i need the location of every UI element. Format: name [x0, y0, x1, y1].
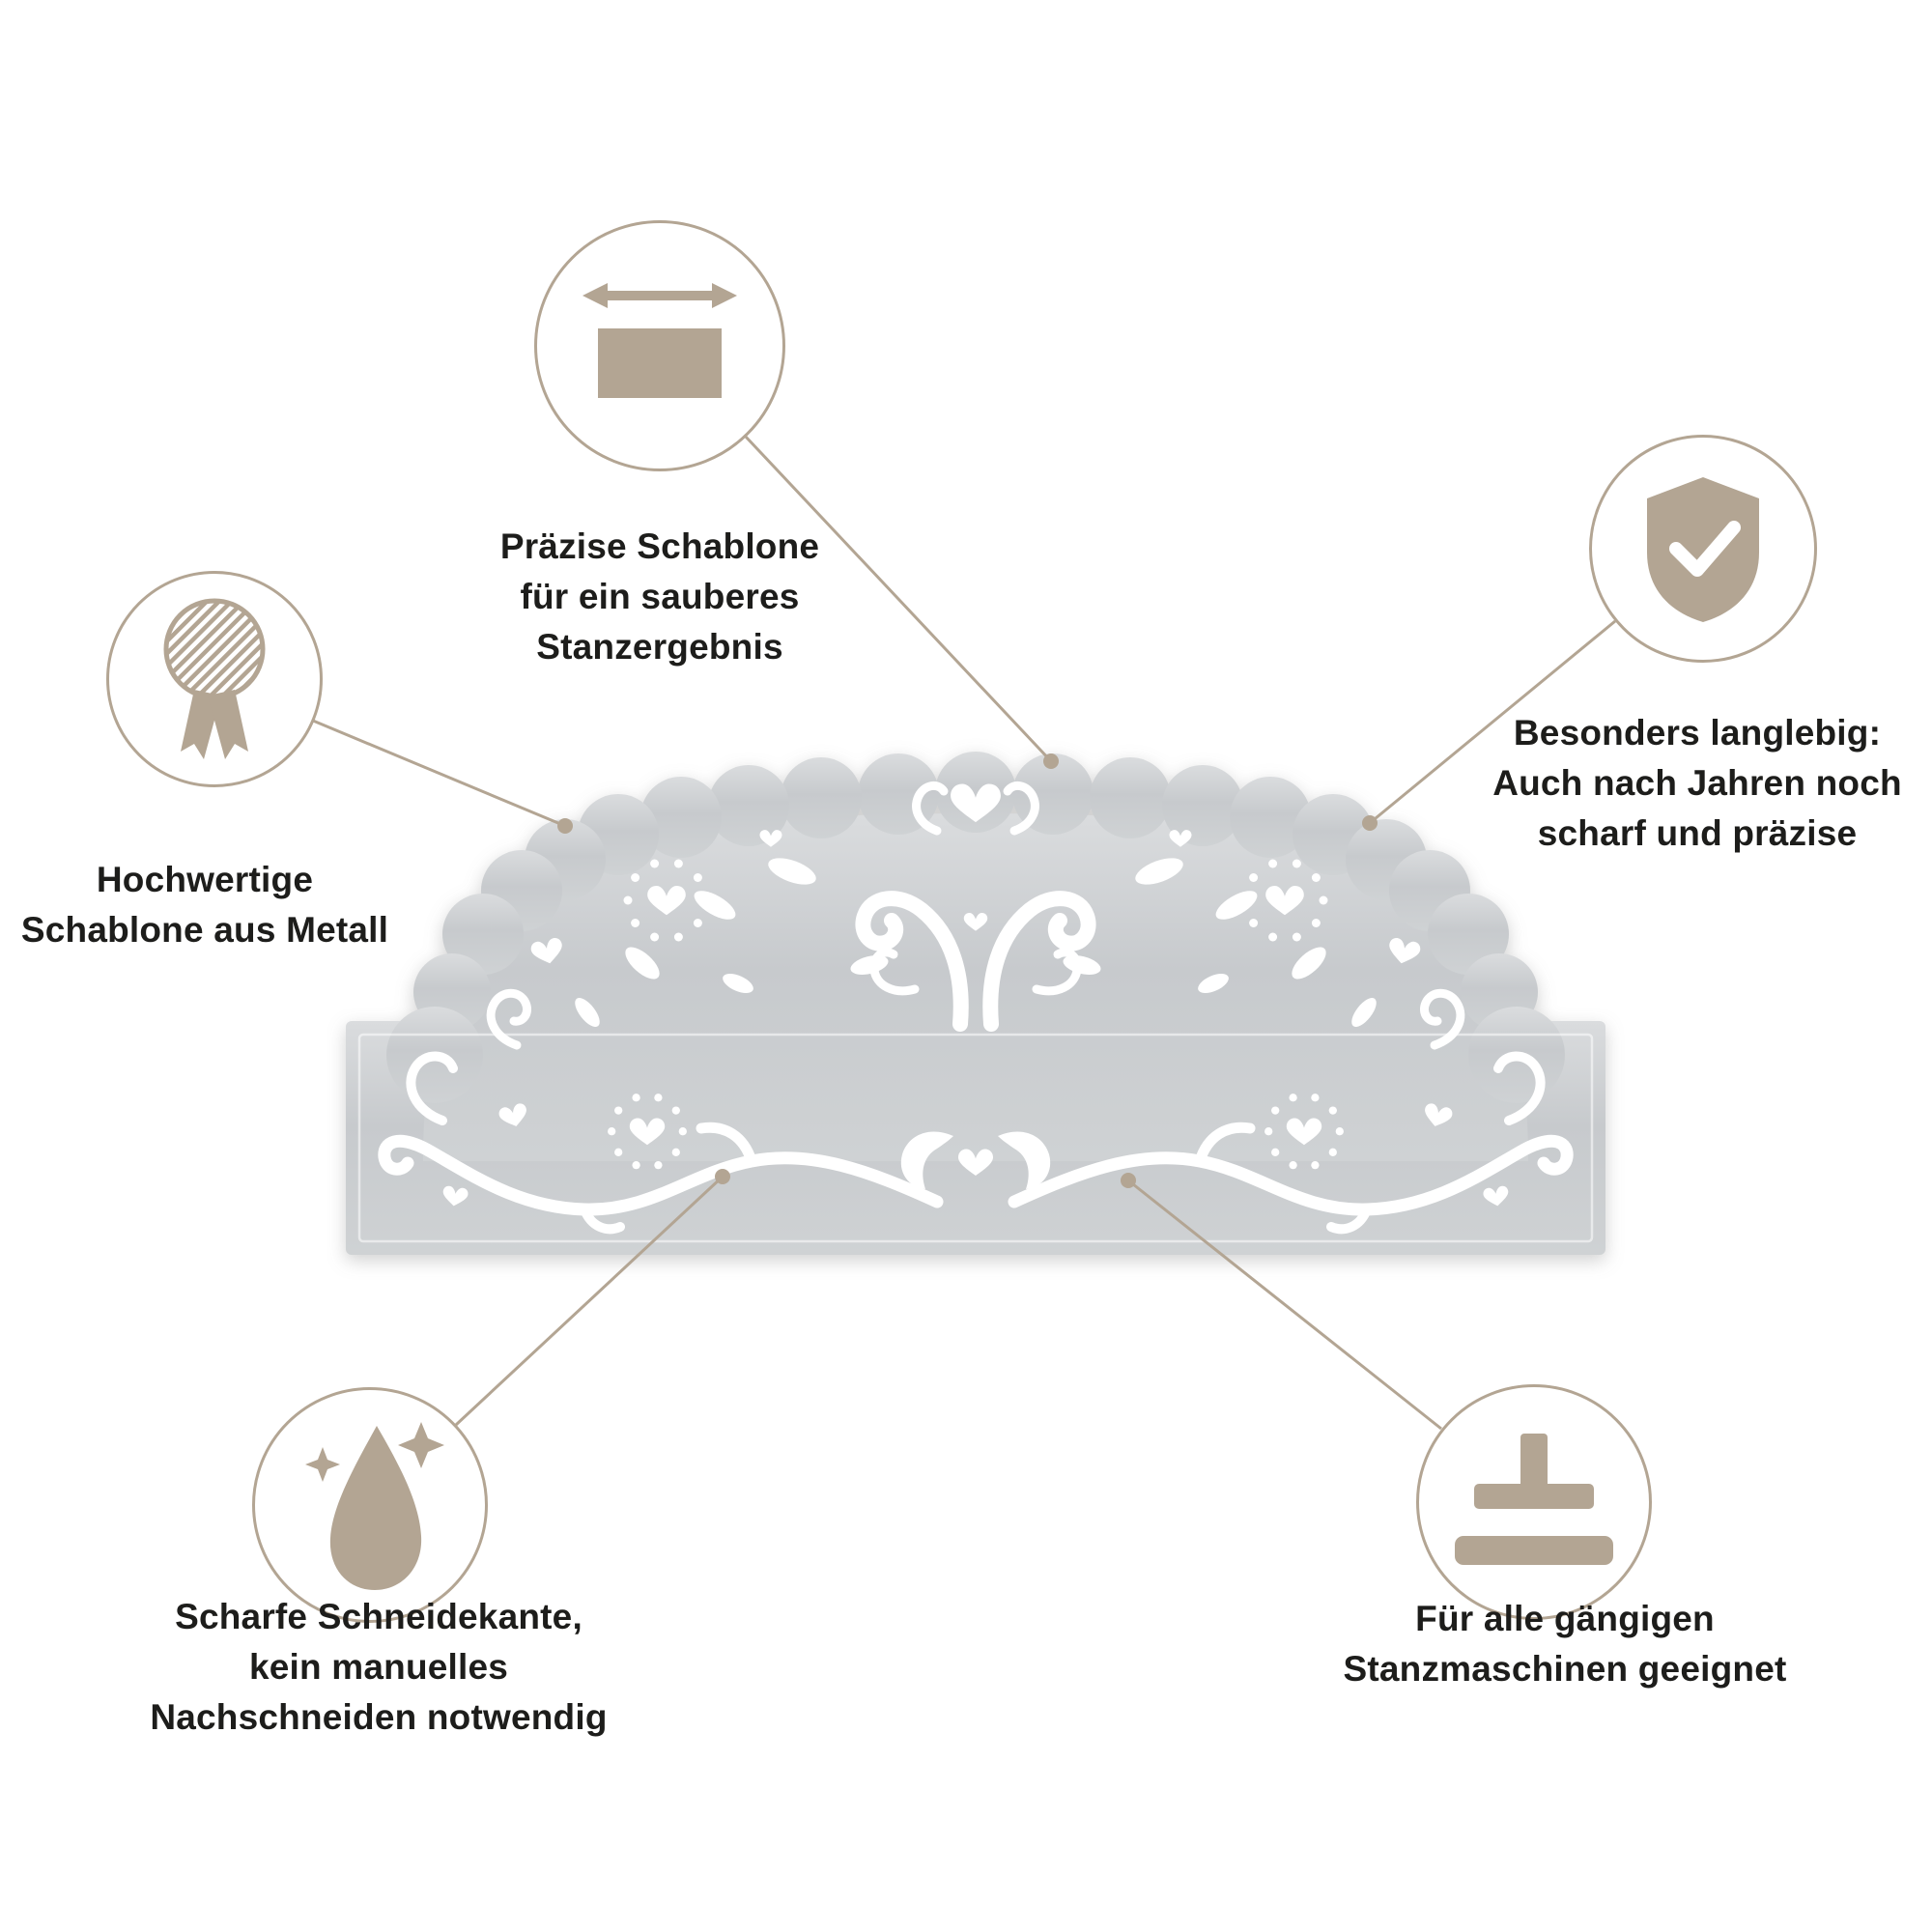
feature-circle-quality [106, 571, 323, 787]
feature-label-sharp: Scharfe Schneidekante, kein manuelles Na… [150, 1597, 608, 1737]
die-base [346, 752, 1605, 1255]
feature-label-compatible: Für alle gängigen Stanzmaschinen geeigne… [1343, 1599, 1787, 1689]
metal-die-illustration [346, 752, 1605, 1255]
shield-check-icon [1647, 477, 1759, 622]
feature-circle-sharp [252, 1387, 488, 1623]
product-die-image [338, 736, 1613, 1267]
die-engraved-outline [357, 1033, 1594, 1243]
medal-icon [163, 598, 266, 759]
feature-label-quality: Hochwertige Schablone aus Metall [20, 860, 389, 950]
feature-label-durable: Besonders langlebig: Auch nach Jahren no… [1492, 713, 1902, 853]
feature-label-precise: Präzise Schablone für ein sauberes Stanz… [499, 526, 820, 667]
droplet-sparkles-icon [305, 1422, 444, 1590]
feature-circle-precise [534, 220, 785, 471]
die-press-icon [1455, 1434, 1613, 1565]
feature-circle-durable [1589, 435, 1817, 663]
feature-circle-compatible [1416, 1384, 1652, 1620]
width-arrows-icon [582, 283, 737, 398]
